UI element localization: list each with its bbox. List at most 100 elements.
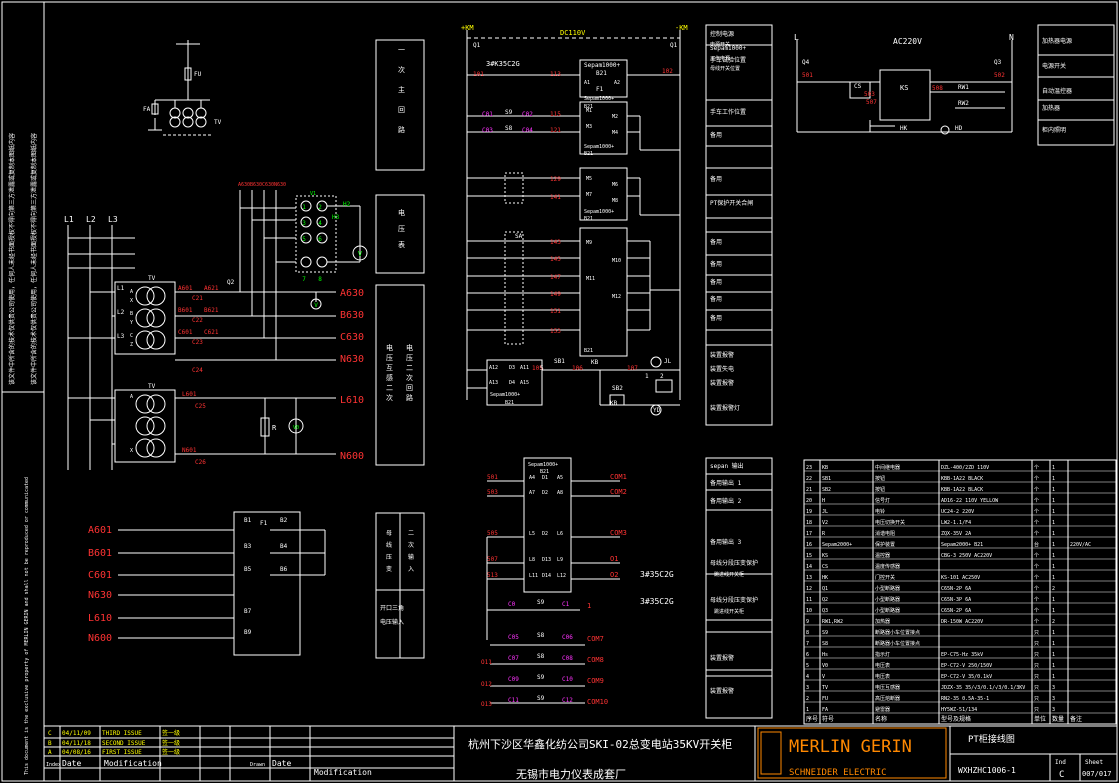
terminal-f1: F1 — [260, 520, 268, 527]
bom-cell: 指示灯 — [875, 651, 890, 658]
fa-label: FA — [143, 106, 151, 113]
terminal-row: A601 — [88, 525, 112, 536]
device-pin: M10 — [612, 258, 621, 264]
dc-left: C01 — [482, 111, 493, 118]
label-secondary: 次 — [386, 393, 393, 402]
rev-index: A — [48, 749, 52, 756]
bom-cell: H — [822, 498, 825, 504]
dc-tag: 3#K35C2G — [486, 60, 520, 68]
bom-cell: 只 — [1034, 674, 1039, 680]
sepan-row-left: 501 — [487, 474, 498, 481]
switch-pos: 5 — [302, 236, 306, 243]
terminal-box-label-2: 开口三角 — [380, 604, 404, 612]
km-plus: +KM — [461, 24, 474, 32]
bom-cell: 11 — [806, 597, 812, 603]
j1-label: 1 — [645, 373, 649, 380]
terminal-box-label: 线 — [386, 541, 392, 549]
bom-cell: 3 — [806, 685, 809, 691]
box-primary — [375, 39, 425, 171]
voltmeter-symbol: V — [358, 250, 363, 258]
pt-output: B630 — [340, 310, 364, 321]
bom-cell: 个 — [1034, 498, 1039, 504]
bom-cell: 电压表 — [875, 662, 890, 669]
label-secondary-2: 回 — [406, 384, 413, 392]
sepan-pin: L12 — [557, 573, 566, 579]
sepan-pin: L5 — [529, 531, 535, 537]
rev-header: Drawn — [250, 762, 265, 768]
label-primary: 回 — [398, 106, 405, 114]
bom-cell: TV — [822, 685, 828, 691]
f1-label: F1 — [596, 86, 604, 93]
bom-cell: JDZX-35 35/√3/0.1/√3/0.1/3KV — [941, 685, 1025, 691]
pt-output: N630 — [340, 354, 364, 365]
sepan-pin: L11 — [529, 573, 538, 579]
bom-cell: 按钮 — [875, 486, 885, 493]
bom-cell: 小型断路器 — [875, 596, 900, 603]
pt-open-output: L610 — [340, 395, 364, 406]
bom-cell: HK — [822, 575, 828, 581]
sepan-s-b: C1 — [562, 601, 570, 608]
device-pin: M5 — [586, 176, 592, 182]
bom-cell: Q3 — [822, 608, 828, 614]
device-pin: M12 — [612, 294, 621, 300]
sepam-label: Sepam1000+ — [584, 62, 621, 69]
dc-num: 153 — [550, 328, 561, 335]
bom-cell: 小型断路器 — [875, 607, 900, 614]
sepan-s-sw: S9 — [537, 695, 545, 702]
bom-cell: 个 — [1034, 476, 1039, 482]
bom-cell: 14 — [806, 564, 812, 570]
bom-cell: 1 — [1052, 520, 1055, 526]
sepam-tag: B21 — [584, 104, 593, 110]
sepan-right-label: sepan 输出 — [710, 462, 744, 470]
rev-sign: 签一级 — [162, 748, 180, 756]
ind-label: Ind — [1055, 759, 1066, 766]
label-primary: 路 — [398, 125, 405, 134]
ac-508: 508 — [932, 85, 943, 92]
switch-pos: 4 — [318, 220, 322, 227]
v0-label: V0 — [293, 425, 299, 431]
open-fuse: C25 — [195, 403, 206, 410]
dc-num: 145 — [550, 256, 561, 263]
ac-q4: Q4 — [802, 59, 810, 66]
sepan-right-label: 母线分段压变保护 — [710, 596, 758, 604]
sb1-label: SB1 — [554, 358, 565, 365]
bom-cell: 按钮 — [875, 475, 885, 482]
dc-label-column — [705, 24, 773, 426]
bom-cell: 13 — [806, 575, 812, 581]
pt-open-output: N600 — [340, 451, 364, 462]
sepan-s-a: C05 — [508, 634, 519, 641]
sepan-right-label: 备用输出 2 — [710, 497, 742, 505]
ac-right-label: 加热器电源 — [1042, 37, 1072, 45]
sheet-value: 007/017 — [1082, 770, 1112, 778]
device-pin: M11 — [586, 276, 595, 282]
bom-cell: 1 — [1052, 575, 1055, 581]
node-left: B601 — [178, 307, 193, 314]
bom-cell: C65N-2P 6A — [941, 608, 971, 614]
rev-date: 04/11/09 — [62, 730, 91, 737]
bom-cell: 只 — [1034, 630, 1039, 636]
bom-cell: SB1 — [822, 476, 831, 482]
bom-cell: 温度传感器 — [875, 563, 900, 570]
dc-right-label: 备用 — [710, 314, 722, 322]
kb-label: KB — [591, 359, 599, 366]
bom-cell: 1 — [1052, 487, 1055, 493]
bom-cell: 只 — [1034, 641, 1039, 647]
terminal-b: B6 — [280, 566, 288, 573]
tv-label: TV — [214, 119, 222, 126]
q1-right: Q1 — [670, 42, 678, 49]
n-fuse-label: C24 — [192, 367, 203, 374]
bom-cell: S8 — [822, 641, 828, 647]
busbar-l3: L3 — [108, 215, 118, 224]
dc-num: 121 — [550, 127, 561, 134]
vnode: N630 — [274, 182, 286, 188]
sepan-pin: L9 — [557, 557, 563, 563]
a13-label: A13 — [489, 380, 498, 386]
ac-title: AC220V — [893, 37, 922, 46]
terminal-box-label: 变 — [386, 565, 392, 573]
dc-num: 129 — [550, 176, 561, 183]
bom-cell: 电压表 — [875, 673, 890, 680]
rev-sign: 签一级 — [162, 729, 180, 737]
bom-cell: 台 — [1034, 541, 1039, 548]
sepam-tag: B21 — [584, 348, 593, 354]
